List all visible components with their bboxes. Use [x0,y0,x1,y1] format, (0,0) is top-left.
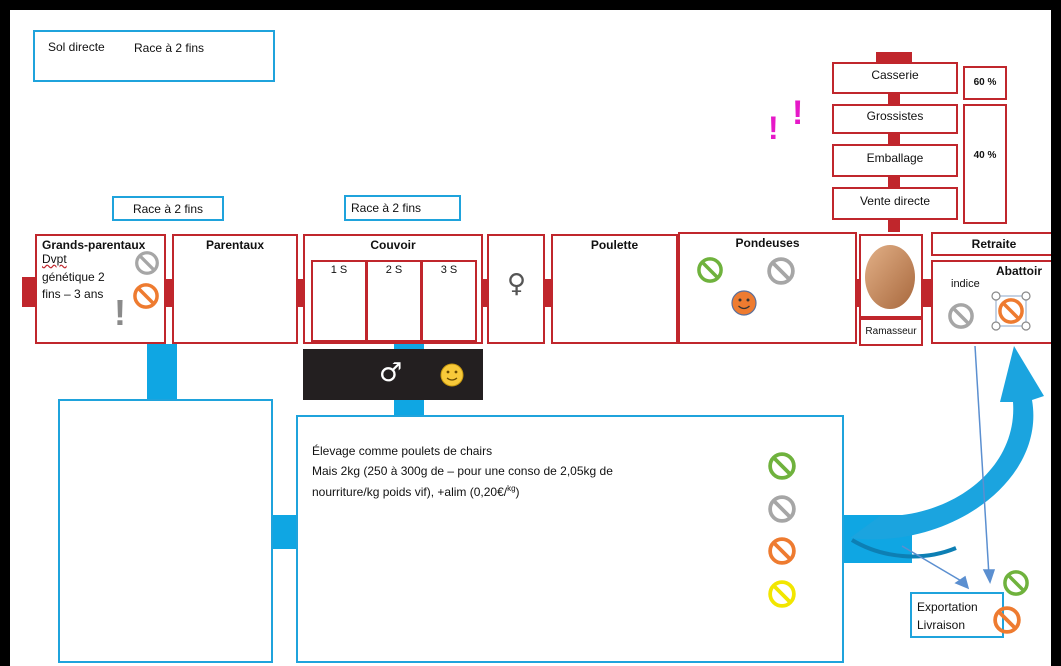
connector-gp-vertical [147,344,177,402]
stage-poulette: Poulette [551,234,678,344]
no-entry-icon [768,495,796,523]
channel-vente-directe: Vente directe [832,187,958,220]
stage-pondeuses: Pondeuses [678,232,857,344]
stub-top-casserie [876,52,912,62]
stage-title: Abattoir [996,264,1042,278]
stub-egg-aba [921,279,931,307]
stage-title: Retraite [971,237,1017,251]
stub-couv-fem [480,279,490,307]
exclamation-magenta-2: ! [792,94,804,132]
stage-title: Poulette [590,238,639,252]
share-60: 60 % [963,66,1007,100]
channel-emballage: Emballage [832,144,958,177]
channel-label: Grossistes [866,109,924,123]
stage-title: Pondeuses [735,236,800,250]
elevage-box: Élevage comme poulets de chairs Mais 2kg… [296,415,844,663]
channel-label: Casserie [871,68,919,82]
no-entry-icon [948,303,974,329]
stage-female: ♀ [487,234,545,344]
couvoir-week-1: 1 S [311,260,367,342]
no-entry-icon [768,537,796,565]
stage-desc-3: fins – 3 ans [42,287,104,301]
no-entry-icon [135,251,159,275]
stub-gp-par [164,279,174,307]
elevage-line-3: nourriture/kg poids vif), +alim (0,20€/k… [312,484,520,499]
elevage-line-1: Élevage comme poulets de chairs [312,444,493,458]
channel-grossistes: Grossistes [832,104,958,134]
arrow-icon [901,345,996,590]
stub-chain-1 [888,94,900,104]
exclamation-magenta-1: ! [768,110,779,146]
empty-flow-box [58,399,273,663]
share-40: 40 % [963,104,1007,224]
stage-title: Parentaux [205,238,265,252]
stage-desc-1: Dvpt [42,252,67,266]
diagram-canvas: Sol directe Race à 2 fins Race à 2 fins … [10,10,1051,666]
week-label: 3 S [440,264,458,276]
exportation-line-2: Livraison [917,618,966,632]
abattoir-note: indice [951,278,980,290]
stage-abattoir: Abattoir indice [931,260,1051,344]
female-symbol: ♀ [507,269,527,299]
smiley-icon [731,290,757,316]
channel-label: Vente directe [859,194,931,208]
smiley-icon [440,363,464,387]
race-tag-parentaux: Race à 2 fins [112,196,224,221]
no-entry-icon [767,257,795,285]
channel-casserie: Casserie [832,62,958,94]
stage-ramasseur: Ramasseur [859,318,923,346]
stage-retraite: Retraite [931,232,1051,256]
stub-left-gp [22,277,37,307]
no-entry-icon [768,452,796,480]
no-entry-icon [1003,570,1029,596]
week-label: 2 S [385,264,403,276]
ramasseur-label: Ramasseur [865,326,917,337]
no-entry-icon [993,606,1021,634]
race-tag-label: Race à 2 fins [132,202,204,216]
curved-arrow-icon [850,346,1044,559]
title-box: Sol directe Race à 2 fins [33,30,275,82]
title-left: Sol directe [48,40,105,54]
stub-fem-poul [543,279,553,307]
diagram-graphics [133,245,1044,634]
no-entry-icon [697,257,723,283]
race-tag-couvoir: Race à 2 fins [344,195,461,221]
exportation-line-1: Exportation [917,600,978,614]
share-label: 60 % [973,77,997,88]
exclamation-grey: ! [114,292,126,333]
no-entry-icon [768,580,796,608]
stage-title: Couvoir [370,238,416,252]
selected-no-entry-icon [991,291,1031,331]
no-entry-icon [133,283,159,309]
channel-label: Emballage [866,151,924,165]
connector-left-middle [272,515,298,549]
stub-par-couv [296,279,306,307]
stub-chain-4 [888,220,900,232]
title-right: Race à 2 fins [134,41,205,55]
stage-desc-2: génétique 2 [42,270,105,284]
stage-title: Grands-parentaux [42,238,146,252]
male-symbol: ♂ [379,358,403,388]
stage-parentaux: Parentaux [172,234,298,344]
week-label: 1 S [330,264,348,276]
race-tag-label: Race à 2 fins [351,201,422,215]
stage-couvoir: Couvoir 1 S 2 S 3 S [303,234,483,344]
stub-chain-2 [888,134,900,144]
male-bar: ♂ [303,349,483,400]
elevage-line-2: Mais 2kg (250 à 300g de – pour une conso… [312,464,613,478]
stub-chain-3 [888,177,900,187]
couvoir-week-3: 3 S [421,260,477,342]
egg-icon [865,245,915,309]
share-label: 40 % [973,150,997,161]
